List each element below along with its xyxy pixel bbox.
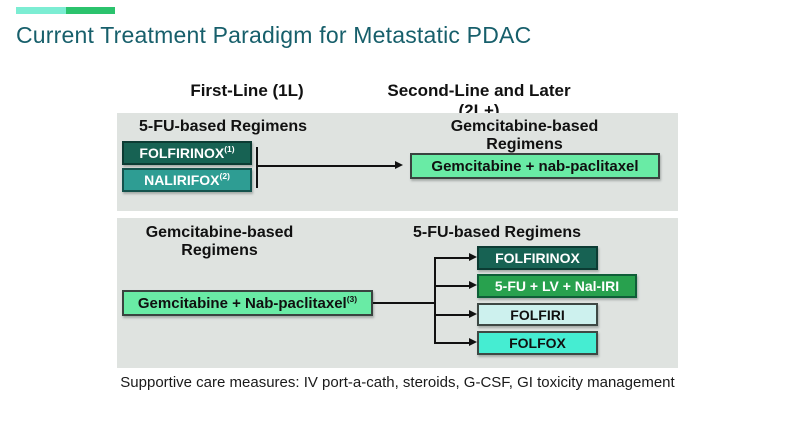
column-header-first-line: First-Line (1L) bbox=[190, 81, 304, 100]
arrow-to-folfiri-icon bbox=[434, 310, 477, 318]
supportive-care-footnote: Supportive care measures: IV port-a-cath… bbox=[120, 374, 675, 391]
accent-bar-icon bbox=[16, 7, 115, 14]
arrow-to-5fu-lv-naliri-icon bbox=[434, 281, 477, 289]
regimen-box-5fu-lv-naliri: 5-FU + LV + Nal-IRI bbox=[477, 274, 637, 298]
panel2-right-header: 5-FU-based Regimens bbox=[412, 224, 582, 241]
regimen-label: FOLFIRINOX bbox=[495, 250, 580, 266]
regimen-box-folfiri: FOLFIRI bbox=[477, 303, 598, 326]
panel-first-line-to-second-line: 5-FU-based Regimens Gemcitabine-based Re… bbox=[117, 113, 678, 211]
bracket-line bbox=[256, 147, 258, 188]
regimen-label: Gemcitabine + nab-paclitaxel bbox=[431, 157, 639, 175]
regimen-box-gemcitabine-nab-paclitaxel-2l: Gemcitabine + nab-paclitaxel bbox=[410, 153, 660, 179]
regimen-label: FOLFIRINOX bbox=[139, 145, 225, 161]
arrow-to-folfox-icon bbox=[434, 338, 477, 346]
panel-gemcitabine-to-5fu: Gemcitabine-based Regimens 5-FU-based Re… bbox=[117, 218, 678, 368]
page-title: Current Treatment Paradigm for Metastati… bbox=[16, 22, 532, 48]
regimen-label: Gemcitabine + Nab-paclitaxel bbox=[137, 294, 347, 312]
accent-bar-green-segment bbox=[66, 7, 115, 14]
regimen-box-folfirinox-2l: FOLFIRINOX bbox=[477, 246, 598, 270]
regimen-label: 5-FU + LV + Nal-IRI bbox=[494, 278, 620, 294]
connector-line bbox=[373, 302, 435, 304]
regimen-box-folfirinox-1l: FOLFIRINOX(1) bbox=[122, 141, 252, 165]
regimen-label: FOLFIRI bbox=[510, 306, 565, 323]
accent-bar-aqua-segment bbox=[16, 7, 66, 14]
regimen-box-nalirifox-1l: NALIRIFOX(2) bbox=[122, 168, 252, 192]
panel2-left-header: Gemcitabine-based Regimens bbox=[145, 224, 294, 259]
arrow-to-folfirinox-icon bbox=[434, 253, 477, 261]
regimen-box-gemcitabine-nab-paclitaxel-1l: Gemcitabine + Nab-paclitaxel(3) bbox=[122, 290, 373, 316]
regimen-label: FOLFOX bbox=[509, 335, 566, 351]
fork-line bbox=[434, 257, 436, 344]
arrow-first-to-second-line-icon bbox=[258, 161, 403, 169]
panel1-left-header: 5-FU-based Regimens bbox=[138, 118, 308, 135]
regimen-box-folfox: FOLFOX bbox=[477, 331, 598, 355]
regimen-label: NALIRIFOX bbox=[144, 172, 220, 188]
panel1-right-header: Gemcitabine-based Regimens bbox=[450, 118, 599, 153]
